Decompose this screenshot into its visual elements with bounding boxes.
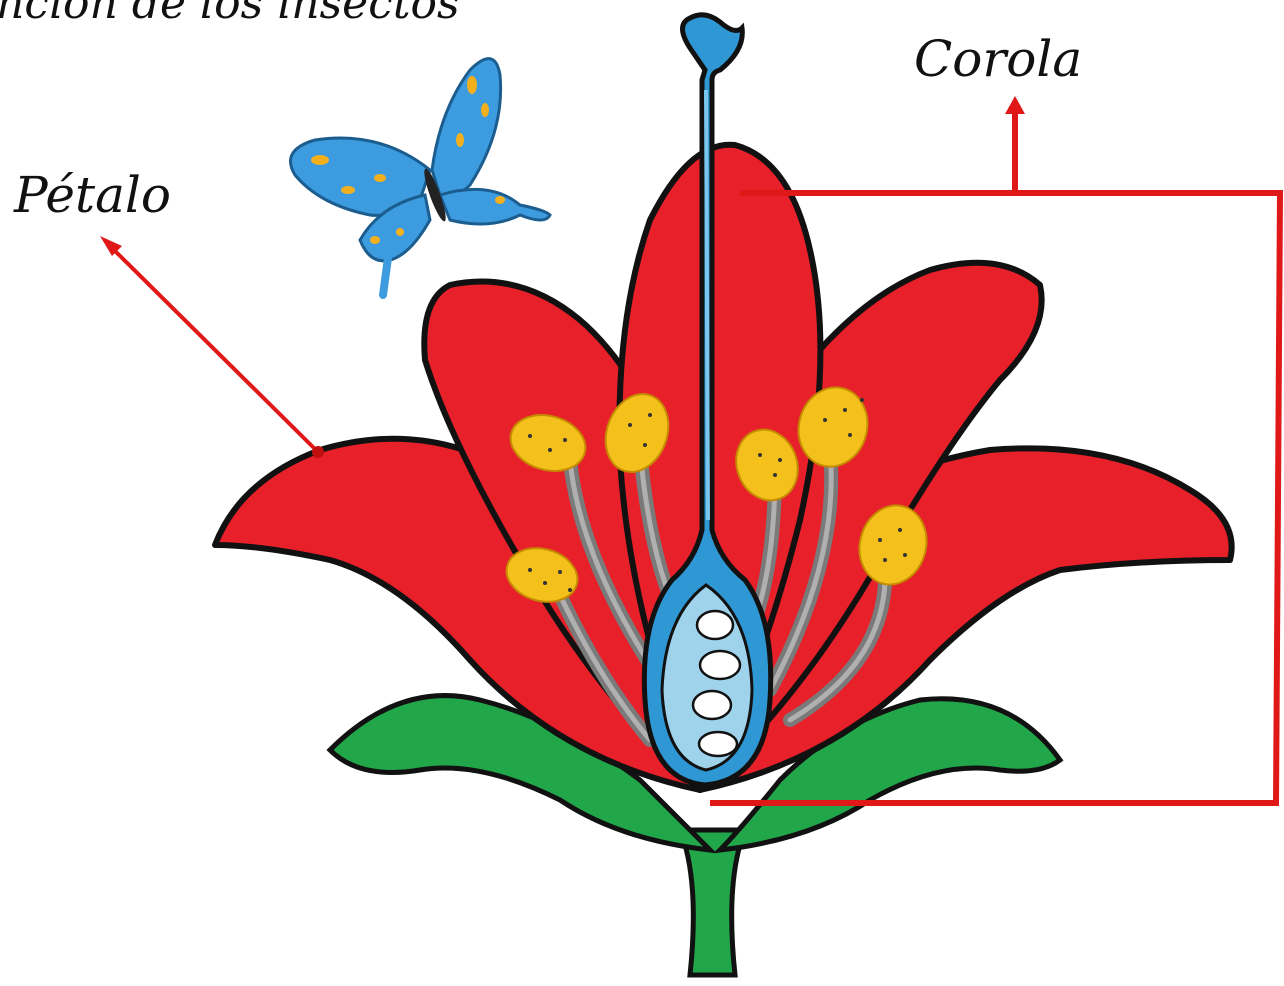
anther-2 (604, 393, 670, 473)
heading-text: nción de los insectos (0, 0, 460, 29)
corola-bracket (710, 96, 1284, 806)
petalo-label: Pétalo (14, 166, 171, 224)
pistil (641, 12, 774, 788)
stem (676, 827, 749, 978)
filaments-highlight (557, 447, 888, 743)
pollen-dots (528, 398, 907, 592)
anther-4 (797, 386, 869, 468)
petalo-arrow (100, 236, 324, 458)
sepals (326, 693, 1064, 854)
corola-label: Corola (914, 30, 1083, 88)
butterfly-icon (289, 57, 552, 299)
anther-6 (505, 547, 579, 603)
anthers (505, 386, 928, 603)
anther-5 (858, 504, 928, 586)
anther-3 (735, 428, 799, 502)
ovules (691, 609, 742, 758)
anther-1 (509, 414, 587, 472)
